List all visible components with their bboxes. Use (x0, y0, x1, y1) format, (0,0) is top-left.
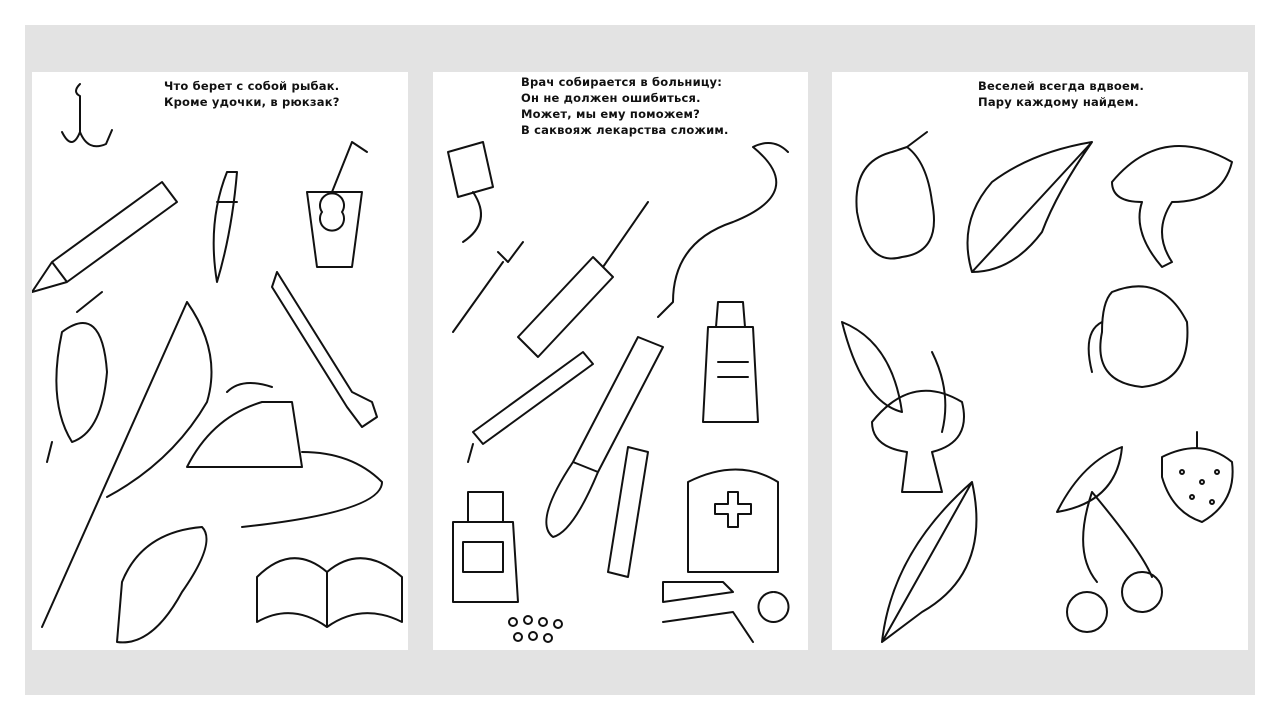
iron-icon (186, 382, 383, 528)
boletus-mushroom-icon (871, 389, 965, 493)
nail-file-icon (545, 336, 664, 538)
leaf-icon (881, 481, 978, 643)
leaves-icon (841, 321, 947, 433)
stethoscope-icon (657, 142, 789, 318)
strawberry-icon (1161, 431, 1234, 523)
panel-doctor: Врач собирается в больницу: Он не должен… (433, 72, 808, 650)
book-icon (256, 557, 403, 628)
doctor-items-drawing (447, 141, 790, 643)
oak-leaf-icon (966, 141, 1093, 273)
apple-icon (1087, 285, 1189, 388)
syringe-icon (517, 201, 649, 358)
fork-icon (452, 241, 524, 333)
verse-text: Врач собирается в больницу: Он не должен… (521, 74, 729, 138)
ruler-icon (607, 446, 649, 578)
pills-icon (508, 615, 563, 643)
pipette-icon (467, 351, 594, 463)
lure-fish-icon (46, 291, 108, 463)
medicine-bottle-icon (452, 491, 519, 603)
verse-text: Что берет с собой рыбак. Кроме удочки, в… (164, 78, 340, 110)
first-aid-kit-icon (687, 468, 779, 573)
verse-line: Кроме удочки, в рюкзак? (164, 95, 340, 109)
fish-hook-icon (61, 83, 113, 148)
verse-line: Может, мы ему поможем? (521, 107, 700, 121)
saw-icon (271, 271, 378, 428)
thread-spool-icon (447, 141, 494, 243)
bucket-icon (306, 141, 368, 268)
mushroom-icon (1111, 145, 1233, 268)
verse-line: Что берет с собой рыбак. (164, 79, 340, 93)
pencil-icon (32, 181, 178, 293)
bread-icon (116, 526, 208, 644)
panel-fisherman: Что берет с собой рыбак. Кроме удочки, в… (32, 72, 408, 650)
fisherman-items-drawing (32, 83, 403, 644)
pairs-items-drawing (841, 131, 1234, 643)
verse-text: Веселей всегда вдвоем. Пару каждому найд… (978, 78, 1144, 110)
bottle-icon (702, 301, 759, 423)
scissors-clamp-icon (662, 581, 790, 643)
verse-line: Он не должен ошибиться. (521, 91, 701, 105)
float-icon (212, 171, 238, 283)
fishing-rod-icon (41, 301, 213, 628)
cherry-leaf-icon (1056, 446, 1153, 583)
verse-line: Пару каждому найдем. (978, 95, 1139, 109)
panel-pairs: Веселей всегда вдвоем. Пару каждому найд… (832, 72, 1248, 650)
pear-icon (855, 131, 935, 260)
cherries-icon (1066, 571, 1163, 633)
verse-line: Веселей всегда вдвоем. (978, 79, 1145, 93)
verse-line: Врач собирается в больницу: (521, 75, 723, 89)
verse-line: В саквояж лекарства сложим. (521, 123, 729, 137)
